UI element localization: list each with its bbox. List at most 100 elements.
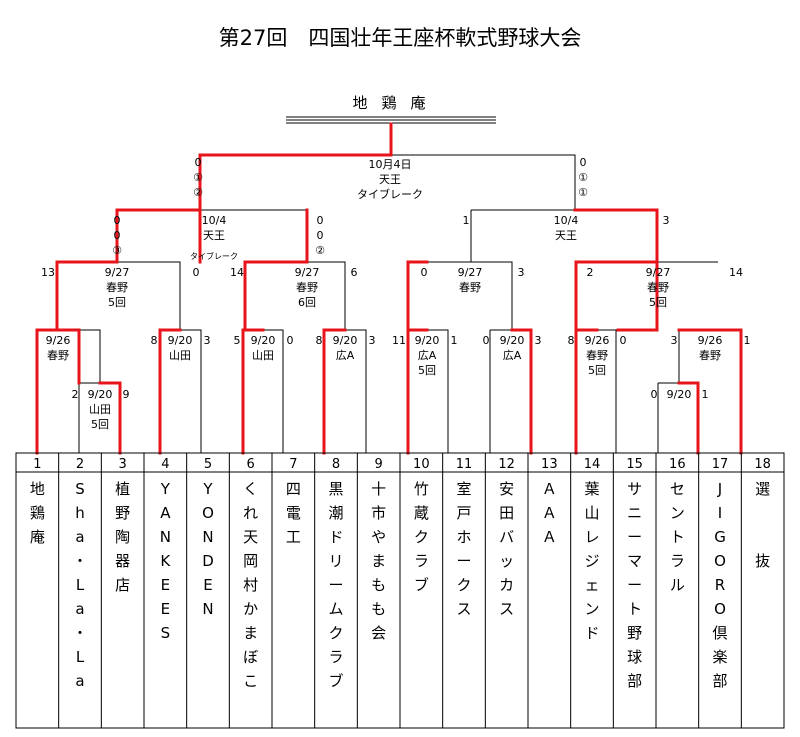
- score-left: 2: [587, 266, 594, 279]
- match-info: 春野: [586, 349, 608, 362]
- score-left: 0: [651, 388, 658, 401]
- team-name: ＡＡＡ: [542, 480, 557, 546]
- match-info: 10/4: [554, 214, 579, 227]
- team-name: セントラル: [670, 480, 685, 594]
- team-number: 9: [375, 457, 383, 472]
- team-name: 葉山レジェンド: [584, 480, 599, 642]
- winner-paths: [35, 122, 743, 455]
- match-info: 9/27: [646, 266, 671, 279]
- match-info: 春野: [459, 281, 481, 294]
- match-info: 9/20: [333, 334, 358, 347]
- team-name: サニーマート野球部: [627, 480, 642, 690]
- score-left: ②: [193, 186, 203, 199]
- score-right: 3: [535, 334, 542, 347]
- match-info: 天王: [555, 229, 577, 242]
- team-name: 選 抜: [755, 480, 770, 570]
- match-info: 春野: [47, 349, 69, 362]
- team-number: 7: [289, 457, 297, 472]
- match-info: 9/27: [105, 266, 130, 279]
- match-info: 山田: [252, 349, 274, 362]
- score-right: 1: [702, 388, 709, 401]
- match-info: 天王: [203, 229, 225, 242]
- team-name: 安田バッカス: [499, 480, 514, 618]
- score-right: 3: [518, 266, 525, 279]
- team-number: 2: [76, 457, 84, 472]
- score-right: 0: [287, 334, 294, 347]
- score-left: 3: [671, 334, 678, 347]
- match-info: 春野: [296, 281, 318, 294]
- team-number: 11: [456, 457, 473, 472]
- score-left: 0: [114, 229, 121, 242]
- team-number: 12: [498, 457, 515, 472]
- score-right: 3: [204, 334, 211, 347]
- team-number: 10: [413, 457, 430, 472]
- match-info: 5回: [418, 364, 436, 377]
- team-number: 8: [332, 457, 340, 472]
- score-right: 14: [729, 266, 743, 279]
- match-info: 広A: [418, 349, 437, 362]
- score-right: 1: [451, 334, 458, 347]
- score-right: ②: [315, 244, 325, 257]
- match-info: 9/20: [168, 334, 193, 347]
- match-info: 9/26: [698, 334, 723, 347]
- match-info: 天王: [379, 173, 401, 186]
- score-right: 0: [193, 266, 200, 279]
- team-name: 地鶏庵: [30, 480, 45, 546]
- team-name: 黒潮ドリームクラブ: [328, 480, 343, 690]
- score-left: 1: [463, 214, 470, 227]
- team-number: 14: [584, 457, 601, 472]
- match-info: 春野: [699, 349, 721, 362]
- score-right: ①: [578, 171, 588, 184]
- match-m16v17: 9/20 0 1: [651, 388, 709, 401]
- match-info: 6回: [298, 296, 316, 309]
- match-info: 春野: [106, 281, 128, 294]
- score-left: 8: [568, 334, 575, 347]
- match-info: 山田: [89, 403, 111, 416]
- match-info: 9/20: [251, 334, 276, 347]
- match-info: タイブレーク: [357, 187, 423, 201]
- score-left: 0: [483, 334, 490, 347]
- match-info: 9/27: [295, 266, 320, 279]
- team-number: 1: [33, 457, 41, 472]
- team-name: くれ天岡村かまぼこ: [243, 480, 258, 690]
- team-number: 16: [669, 457, 686, 472]
- team-name: 竹蔵クラブ: [414, 480, 429, 594]
- team-number: 17: [712, 457, 729, 472]
- score-right: 1: [744, 334, 751, 347]
- team-number: 6: [247, 457, 255, 472]
- score-left: 8: [316, 334, 323, 347]
- team-name: 十市やまもも会: [371, 480, 386, 642]
- match-info: 9/20: [667, 388, 692, 401]
- match-info: 10/4: [202, 214, 227, 227]
- score-left: 14: [230, 266, 244, 279]
- match-info: 9/20: [415, 334, 440, 347]
- match-info: 広A: [503, 349, 522, 362]
- team-number: 18: [754, 457, 771, 472]
- score-left: 11: [392, 334, 406, 347]
- match-info: 春野: [647, 281, 669, 294]
- team-number: 4: [161, 457, 169, 472]
- score-right: 9: [123, 388, 130, 401]
- score-left: 2: [72, 388, 79, 401]
- team-number: 13: [541, 457, 558, 472]
- team-name: 四電工: [286, 480, 301, 546]
- match-info: 5回: [108, 296, 126, 309]
- score-right: 0: [580, 156, 587, 169]
- match-info: 9/26: [585, 334, 610, 347]
